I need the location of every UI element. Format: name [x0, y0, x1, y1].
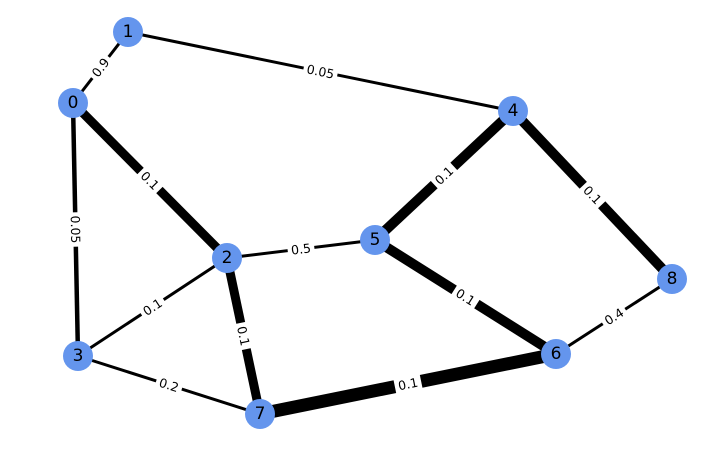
node-5: 5	[360, 225, 390, 255]
node-circle	[58, 88, 88, 118]
edge-label-2-3: 0.1	[136, 292, 169, 322]
edge-label-0-3: 0.05	[67, 212, 84, 247]
edge-label-background	[134, 165, 166, 196]
node-label: 2	[222, 248, 233, 268]
node-label: 1	[123, 22, 134, 42]
node-label: 3	[73, 346, 84, 366]
node-circle	[245, 399, 275, 429]
node-circle	[498, 96, 528, 126]
edge-label-background	[67, 212, 84, 247]
edge-label-background	[598, 302, 630, 331]
edge-weight-text: 0.5	[290, 240, 312, 257]
edges-layer	[69, 30, 676, 421]
node-label: 8	[667, 269, 678, 289]
edge-weight-text: 0.05	[305, 61, 335, 81]
edge-weight-text: 0.1	[397, 375, 419, 394]
edge-label-7-6: 0.1	[393, 373, 423, 395]
node-label: 0	[68, 93, 79, 113]
node-label: 5	[370, 230, 381, 250]
edge-label-2-5: 0.5	[286, 239, 316, 259]
edge-label-background	[85, 52, 116, 83]
edge-label-1-4: 0.05	[302, 60, 339, 83]
node-0: 0	[58, 88, 88, 118]
node-8: 8	[657, 264, 687, 294]
edge-label-background	[577, 179, 608, 211]
node-circle	[360, 225, 390, 255]
edge-label-2-7: 0.1	[232, 321, 255, 351]
node-circle	[212, 243, 242, 273]
node-circle	[541, 339, 571, 369]
node-6: 6	[541, 339, 571, 369]
edge-weight-text: 0.05	[68, 215, 84, 243]
node-label: 7	[255, 404, 266, 424]
edge-weight-text: 0.1	[234, 325, 253, 348]
edge-label-3-7: 0.2	[153, 373, 185, 397]
node-4: 4	[498, 96, 528, 126]
edge-label-4-5: 0.1	[428, 160, 460, 191]
nodes-layer: 0 1 2 3 4 5 6 7 8	[58, 17, 687, 429]
node-3: 3	[63, 341, 93, 371]
edge-label-background	[428, 160, 460, 191]
edge-label-background	[153, 373, 185, 397]
edge-label-background	[136, 292, 169, 322]
node-circle	[63, 341, 93, 371]
node-label: 6	[551, 344, 562, 364]
node-2: 2	[212, 243, 242, 273]
edge-label-background	[286, 239, 316, 259]
edge-label-background	[393, 373, 423, 395]
node-circle	[657, 264, 687, 294]
edge-label-background	[449, 283, 482, 311]
edge-weight-text: 0.2	[157, 375, 181, 395]
edge-label-6-8: 0.4	[598, 302, 630, 331]
edge-label-background	[232, 321, 255, 351]
node-label: 4	[508, 101, 519, 121]
edge-label-background	[302, 60, 339, 83]
node-circle	[113, 17, 143, 47]
node-1: 1	[113, 17, 143, 47]
node-7: 7	[245, 399, 275, 429]
